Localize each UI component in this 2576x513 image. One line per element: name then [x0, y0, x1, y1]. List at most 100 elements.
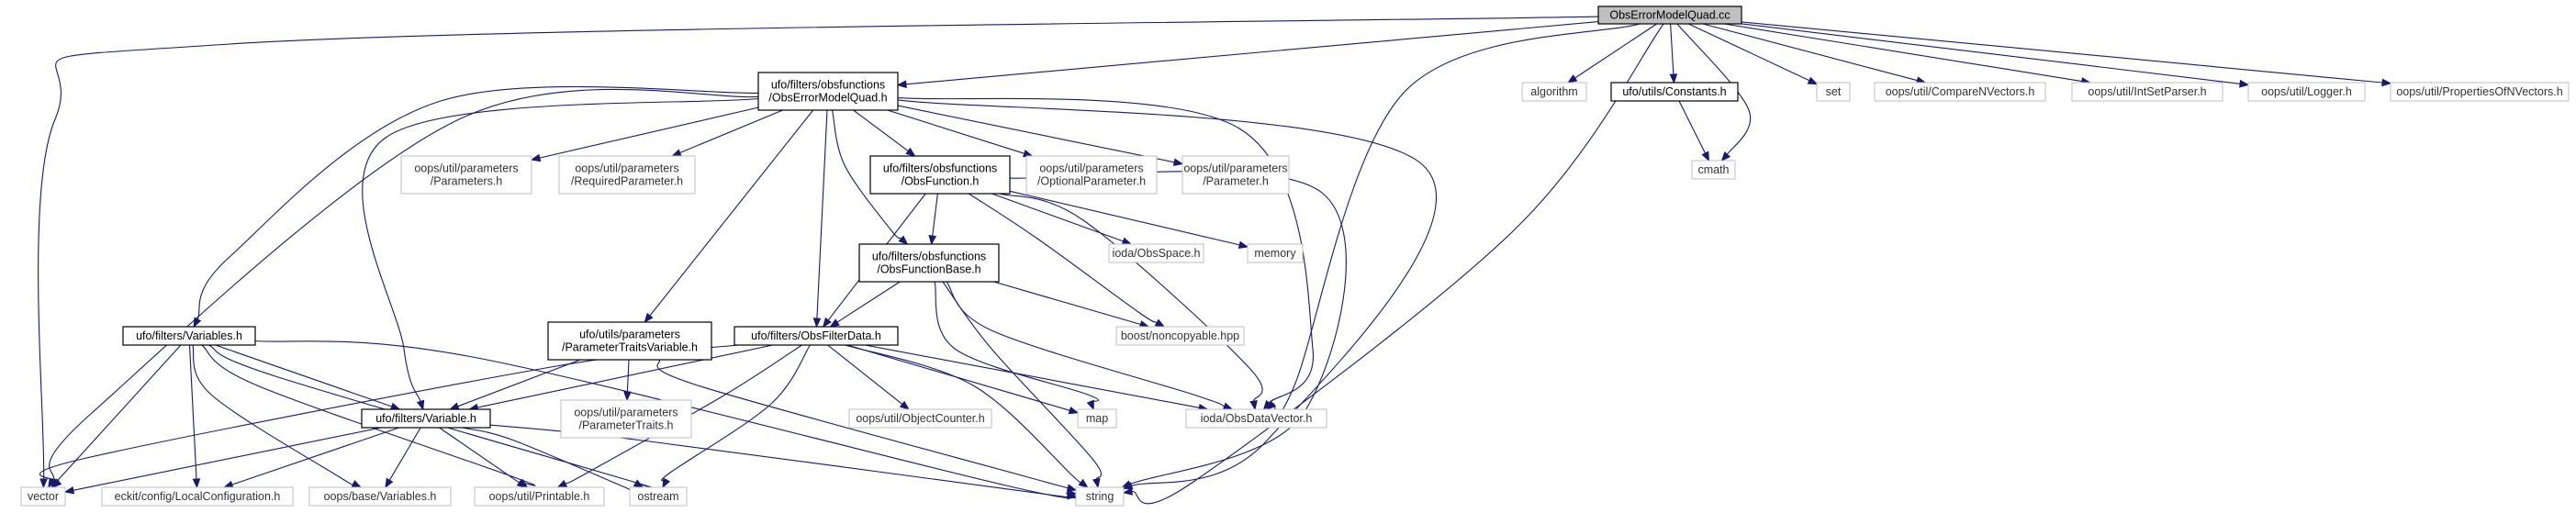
arrowhead-variable-to-localconf — [223, 480, 234, 489]
node-box-propsn — [2390, 82, 2570, 102]
node-variable[interactable]: ufo/filters/Variable.h — [361, 408, 491, 429]
edge-funcbase-to-boostnc — [993, 281, 1141, 326]
node-constants[interactable]: ufo/utils/Constants.h — [1610, 82, 1739, 102]
node-label-obsfunc-line2: /ObsFunction.h — [902, 174, 980, 187]
node-box-ptv[interactable] — [547, 321, 712, 361]
node-oopsvars: oops/base/Variables.h — [308, 486, 452, 507]
arrowhead-root-to-logger — [2239, 79, 2250, 88]
edge-obsfunc-to-iodaspace — [991, 193, 1124, 242]
node-label-optparam-line2: /OptionalParameter.h — [1037, 174, 1146, 187]
node-box-algorithm — [1521, 82, 1587, 102]
edge-variable-to-printable — [439, 427, 520, 484]
nodes-layer: ObsErrorModelQuad.cc ufo/filters/obsfunct… — [20, 6, 2570, 507]
node-label-cmath: cmath — [1697, 163, 1729, 176]
arrowhead-variables-to-localconf — [192, 478, 201, 489]
arrowhead-obsfunc-to-string — [1121, 480, 1132, 488]
node-ptv[interactable]: ufo/utils/parameters/ParameterTraitsVari… — [547, 321, 712, 361]
node-quad_h[interactable]: ufo/filters/obsfunctions/ObsErrorModelQu… — [757, 72, 899, 111]
edge-funcbase-to-map — [934, 281, 1100, 403]
node-box-vector — [20, 486, 66, 507]
node-param: oops/util/parameters/Parameter.h — [1182, 155, 1290, 195]
edge-funcbase-to-ofd — [836, 281, 901, 323]
node-variables[interactable]: ufo/filters/Variables.h — [122, 326, 256, 346]
node-label-reqparam-line1: oops/util/parameters — [575, 162, 678, 174]
arrowhead-root-to-constants — [1669, 73, 1678, 84]
node-box-obsfunc[interactable] — [869, 155, 1011, 195]
edge-root-to-intset — [1724, 23, 2082, 83]
node-label-reqparam-line2: /RequiredParameter.h — [571, 174, 683, 187]
arrowhead-obsfunc-to-funcbase — [928, 235, 937, 246]
node-optparam: oops/util/parameters/OptionalParameter.h — [1025, 155, 1158, 195]
arrowhead-ptv-to-variable — [449, 402, 460, 410]
node-ofd[interactable]: ufo/filters/ObsFilterData.h — [734, 326, 899, 346]
node-boostnc: boost/noncopyable.hpp — [1115, 326, 1245, 346]
node-label-algorithm: algorithm — [1530, 85, 1577, 98]
arrowhead-quad_h-to-params — [530, 153, 542, 162]
node-set: set — [1816, 82, 1851, 102]
arrowhead-funcbase-to-string — [1092, 477, 1101, 489]
node-label-vector: vector — [28, 490, 59, 503]
node-label-ostream: ostream — [637, 490, 678, 503]
node-label-constants: ufo/utils/Constants.h — [1622, 85, 1726, 98]
node-label-iodadv: ioda/ObsDataVector.h — [1201, 412, 1313, 425]
node-box-ptraits — [560, 399, 692, 439]
arrowhead-variable-to-printable — [516, 479, 528, 488]
arrowhead-variables-to-ostream — [633, 479, 644, 488]
node-comparen: oops/util/CompareNVectors.h — [1874, 82, 2046, 102]
node-box-param — [1182, 155, 1290, 195]
arrowhead-root-to-string — [1122, 487, 1134, 496]
node-box-cmath — [1691, 160, 1736, 180]
node-ptraits: oops/util/parameters/ParameterTraits.h — [560, 399, 692, 439]
arrowhead-root-to-set — [1807, 76, 1819, 85]
arrowhead-quad_h-to-vector — [48, 477, 57, 489]
node-obsfunc[interactable]: ufo/filters/obsfunctions/ObsFunction.h — [869, 155, 1011, 195]
node-label-comparen: oops/util/CompareNVectors.h — [1886, 85, 2035, 98]
arrowhead-variable-to-oopsvars — [385, 477, 394, 489]
edge-ofd-to-objcounter — [827, 344, 903, 405]
node-label-logger: oops/util/Logger.h — [2261, 85, 2352, 98]
node-algorithm: algorithm — [1521, 82, 1587, 102]
node-funcbase[interactable]: ufo/filters/obsfunctions/ObsFunctionBase… — [858, 243, 1000, 283]
arrowhead-quad_h-to-iodadv — [1262, 399, 1272, 411]
node-label-memory: memory — [1254, 247, 1296, 260]
node-box-ofd[interactable] — [734, 326, 899, 346]
edge-ofd-to-variable — [476, 344, 773, 408]
arrowhead-root-to-vector — [39, 478, 48, 489]
edge-quad_h-to-optparam — [887, 109, 1025, 154]
arrowhead-ofd-to-objcounter — [899, 400, 910, 410]
node-label-intset: oops/util/IntSetParser.h — [2088, 85, 2206, 98]
arrowhead-variables-to-vector — [50, 478, 61, 488]
node-objcounter: oops/util/ObjectCounter.h — [848, 408, 992, 429]
edge-quad_h-to-variable — [362, 97, 759, 402]
arrowhead-ptv-to-string — [1066, 484, 1078, 492]
node-box-variable[interactable] — [361, 408, 491, 429]
node-box-set — [1816, 82, 1851, 102]
node-box-variables[interactable] — [122, 326, 256, 346]
edge-root-to-vector — [38, 16, 1599, 480]
node-box-string — [1075, 486, 1125, 507]
edge-ofd-to-ostream — [661, 344, 811, 482]
edge-obsfunc-to-boostnc — [968, 193, 1158, 323]
node-label-string: string — [1086, 490, 1114, 503]
arrowhead-obsfunc-to-ofd — [822, 317, 832, 329]
node-root[interactable]: ObsErrorModelQuad.cc — [1597, 6, 1742, 25]
edge-constants-to-cmath — [1678, 100, 1706, 154]
node-propsn: oops/util/PropertiesOfNVectors.h — [2390, 82, 2570, 102]
node-box-root[interactable] — [1597, 6, 1742, 25]
edge-quad_h-to-params — [539, 106, 759, 159]
edge-obsfunc-to-iodadv — [999, 193, 1263, 402]
arrowhead-obsfunc-to-boostnc — [1154, 318, 1166, 328]
node-box-constants[interactable] — [1610, 82, 1739, 102]
edge-obsfunc-to-funcbase — [932, 193, 938, 237]
edge-variables-to-localconf — [188, 344, 197, 480]
arrowhead-ptv-to-ptraits — [623, 391, 632, 402]
node-box-iodadv — [1185, 408, 1327, 429]
arrowhead-quad_h-to-param — [1172, 158, 1184, 166]
edge-quad_h-to-funcbase — [832, 109, 902, 240]
node-box-funcbase[interactable] — [858, 243, 1000, 283]
node-box-reqparam — [558, 155, 696, 195]
node-box-quad_h[interactable] — [757, 72, 899, 111]
arrowhead-quad_h-to-reqparam — [671, 149, 682, 157]
node-label-quad_h-line2: /ObsErrorModelQuad.h — [768, 91, 887, 104]
